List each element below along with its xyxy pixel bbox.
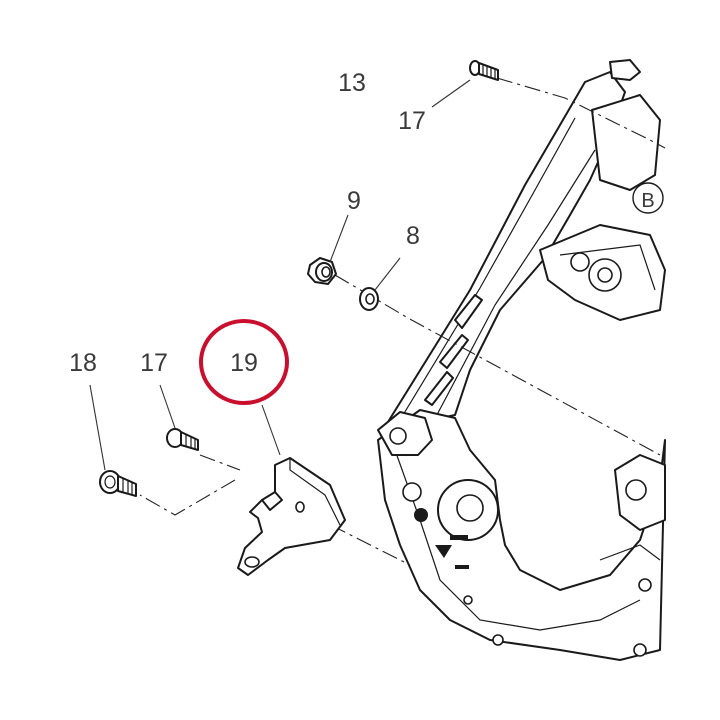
bracket-19 <box>237 457 346 576</box>
callout-17-left: 17 <box>140 349 168 377</box>
callout-18: 18 <box>69 349 97 377</box>
assembly-lines <box>139 77 666 566</box>
callout-13: 13 <box>338 69 366 97</box>
frame-body <box>377 59 666 661</box>
bolt-18 <box>99 470 137 497</box>
leader-lines <box>89 79 471 471</box>
callout-17-top: 17 <box>398 107 426 135</box>
callout-19: 19 <box>230 349 258 377</box>
reference-marker-b: B <box>632 182 664 214</box>
bolt-17-top <box>469 60 499 81</box>
washer-8 <box>359 287 379 311</box>
callout-9: 9 <box>347 187 361 215</box>
callout-8: 8 <box>406 222 420 250</box>
highlight-circle <box>199 319 289 405</box>
bolt-17-left <box>166 428 199 451</box>
nut-9 <box>307 257 337 285</box>
reference-marker-label: B <box>641 190 654 212</box>
